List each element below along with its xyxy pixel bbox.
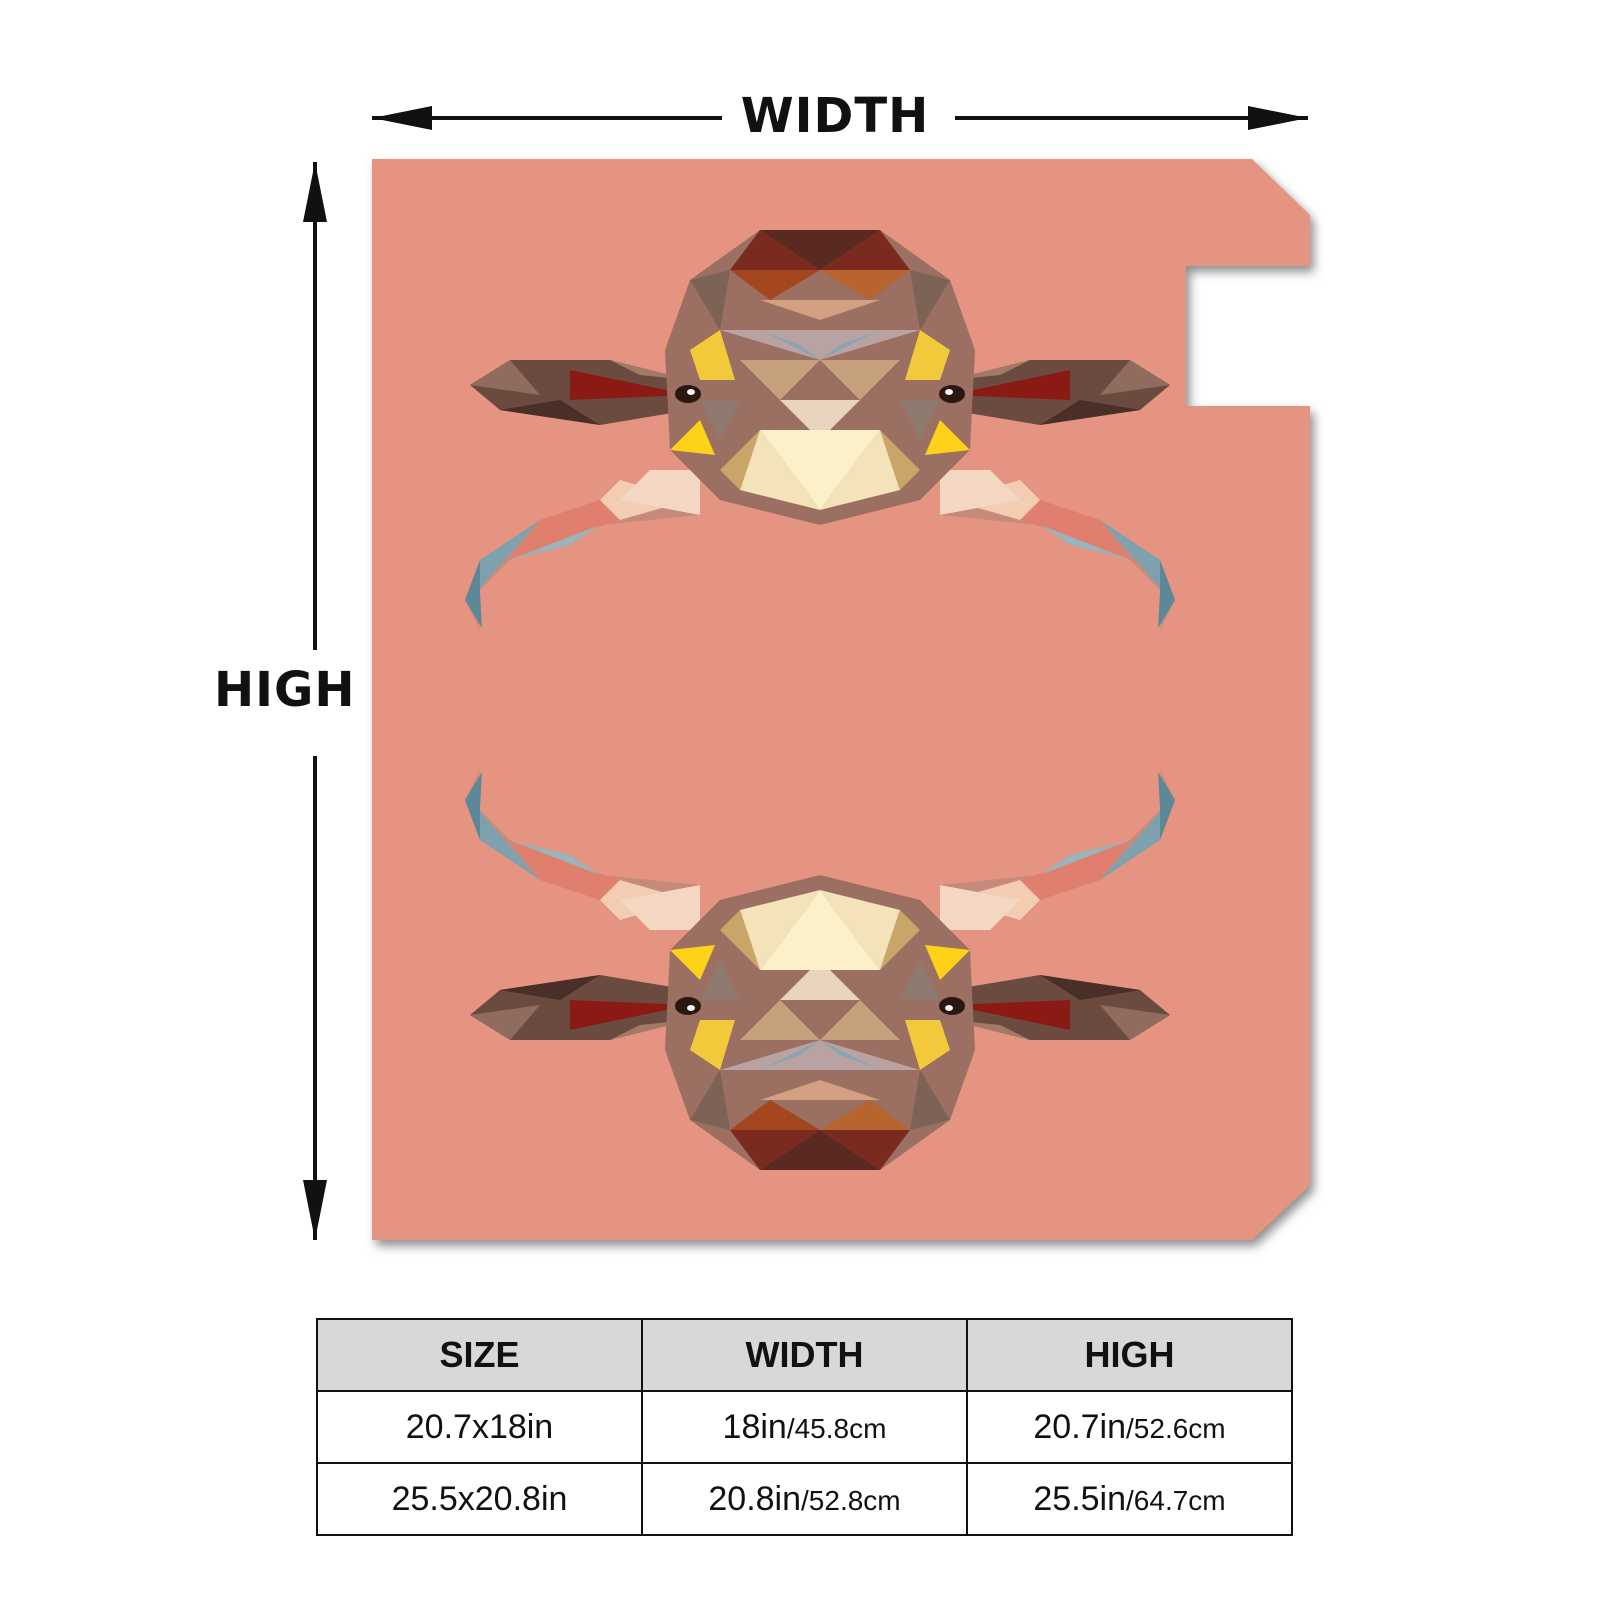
high-cm: /52.6cm <box>1126 1412 1226 1444</box>
width-arrow <box>372 106 1308 130</box>
table-header-row: SIZE WIDTH HIGH <box>316 1318 1293 1392</box>
high-cm: /64.7cm <box>1126 1484 1226 1516</box>
width-cm: /45.8cm <box>786 1412 887 1444</box>
header-size: SIZE <box>316 1318 643 1392</box>
high-dimension-label: HIGH <box>214 662 356 718</box>
header-high: HIGH <box>966 1318 1293 1392</box>
width-cm: /52.8cm <box>801 1484 901 1516</box>
high-inches: 25.5in <box>1033 1479 1127 1518</box>
high-arrow <box>303 162 327 1240</box>
width-inches: 20.8in <box>708 1479 802 1518</box>
size-table: SIZE WIDTH HIGH 20.7x18in 18in/45.8cm 20… <box>316 1318 1293 1536</box>
width-dimension-label: WIDTH <box>740 88 930 144</box>
width-cell: 18in/45.8cm <box>641 1390 968 1464</box>
table-row: 25.5x20.8in 20.8in/52.8cm 25.5in/64.7cm <box>316 1462 1293 1536</box>
width-inches: 18in <box>722 1407 787 1446</box>
size-cell: 25.5x20.8in <box>316 1462 643 1536</box>
high-inches: 20.7in <box>1033 1407 1127 1446</box>
product-cover <box>372 159 1310 1240</box>
high-cell: 20.7in/52.6cm <box>966 1390 1293 1464</box>
high-cell: 25.5in/64.7cm <box>966 1462 1293 1536</box>
size-cell: 20.7x18in <box>316 1390 643 1464</box>
width-cell: 20.8in/52.8cm <box>641 1462 968 1536</box>
table-row: 20.7x18in 18in/45.8cm 20.7in/52.6cm <box>316 1390 1293 1464</box>
header-width: WIDTH <box>641 1318 968 1392</box>
